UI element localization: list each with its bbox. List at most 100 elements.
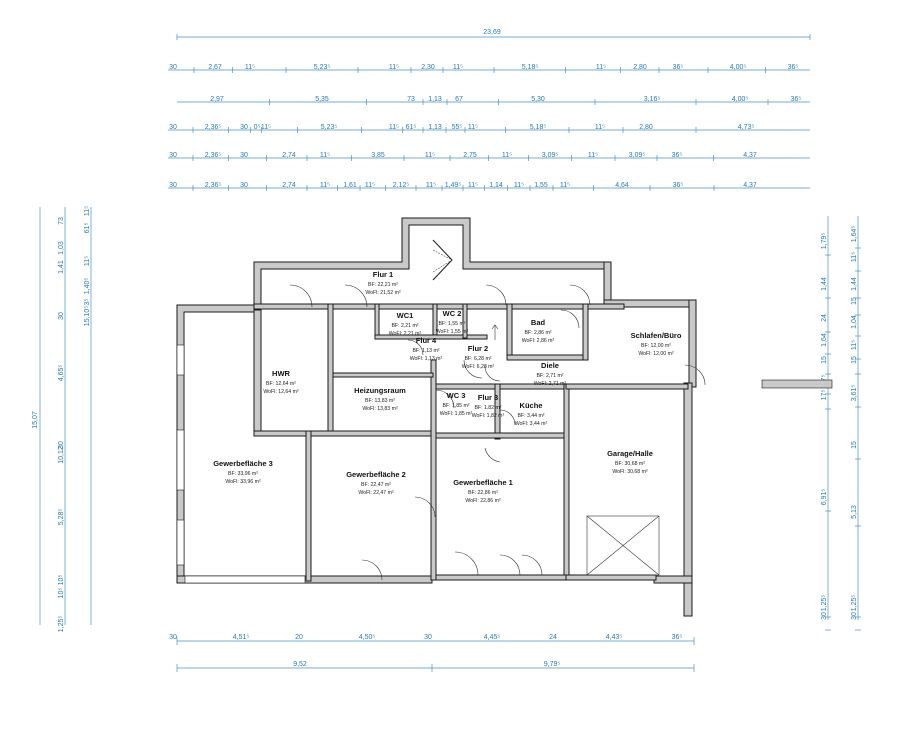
dim-label: 2,36⁵	[205, 182, 222, 189]
dim-label: 2,67	[208, 64, 222, 71]
dim-label: 11⁵	[514, 182, 524, 189]
left-dimension-labels: 731,031,41304,65⁵3010,125,28⁵10⁵10⁵1,25⁵…	[58, 206, 91, 632]
dim-label: 15,10⁵	[84, 306, 91, 327]
dim-label: 1,25⁵	[58, 616, 65, 633]
room-bf: BF: 6,28 m²	[464, 356, 491, 362]
dim-label: 11⁵	[560, 182, 570, 189]
dim-label: 30	[169, 152, 177, 159]
room-name: Gewerbefläche 3	[213, 459, 273, 468]
room-name: WC1	[397, 311, 414, 320]
dim-label: 30	[58, 312, 65, 320]
dim-label: 11⁵	[425, 152, 435, 159]
room-wofl: WoFl: 2,86 m²	[522, 338, 555, 344]
dim-label: 11⁵	[588, 152, 598, 159]
room-name: Bad	[531, 318, 546, 327]
dim-label: 11⁵	[389, 64, 399, 71]
dim-label: 30	[58, 441, 65, 449]
room-bf: BF: 2,71 m²	[536, 373, 563, 379]
stair-arrow	[491, 324, 499, 340]
dim-label: 1,61	[343, 182, 357, 189]
dim-label: 4,50⁵	[359, 634, 376, 641]
dim-label: 4,00⁵	[730, 64, 747, 71]
dim-label: 2,30	[421, 64, 435, 71]
dim-label: 15	[821, 356, 828, 364]
room-name: Diele	[541, 361, 559, 370]
dim-label: 5,35	[315, 96, 329, 103]
dim-label: 9,52	[293, 661, 307, 668]
dim-label: 36⁵	[673, 64, 684, 71]
dim-label: 1,44	[821, 277, 828, 291]
dim-label: 4,51⁵	[233, 634, 250, 641]
room-name: Heizungsraum	[354, 386, 406, 395]
dim-label: 5,18⁵	[522, 64, 539, 71]
room-wofl: WoFl: 33,96 m²	[225, 479, 261, 485]
dim-label: 2,36⁵	[205, 152, 222, 159]
room-wofl: WoFl: 12,64 m²	[263, 389, 299, 395]
room-name: WC 2	[443, 309, 462, 318]
dim-label: 11⁵	[595, 124, 605, 131]
dim-label: 2,12⁵	[393, 182, 410, 189]
dim-label: 11⁵	[851, 340, 858, 350]
left-dimensions: 15,07 731,031,41304,65⁵3010,125,28⁵10⁵10…	[32, 206, 92, 632]
dim-label: 17⁵	[821, 390, 828, 401]
right-dimension-labels: 1,79⁵1,44241,641587⁵17⁵6,91⁵1,25⁵301,64⁵…	[821, 226, 861, 631]
dim-label: 15	[851, 356, 858, 364]
dim-label: 10⁵	[58, 575, 65, 586]
room-wofl: WoFl: 22,47 m²	[358, 490, 394, 496]
dim-label: 5,23⁵	[321, 124, 338, 131]
dim-label: 30	[821, 612, 828, 620]
dim-label: 1,55	[534, 182, 548, 189]
room-name: Flur 2	[468, 344, 488, 353]
room-label: Flur 2 BF: 6,28 m² WoFl: 6,28 m²	[462, 344, 495, 370]
room-wofl: WoFl: 30,68 m²	[612, 469, 648, 475]
dim-label: 1,64⁵	[851, 226, 858, 243]
dim-label: 1,64	[821, 333, 828, 347]
room-bf: BF: 22,86 m²	[468, 490, 498, 496]
dim-label: 4,43⁵	[606, 634, 623, 641]
top-dimensions: 23,69 30 2,67 11⁵ 5,23⁵ 11⁵ 2,30 11⁵ 5,18⁵ 11⁵ 2,…	[168, 29, 811, 191]
room-name: Küche	[520, 401, 543, 410]
dim-label: 1,13	[428, 96, 442, 103]
dim-label: 6,91⁵	[821, 489, 828, 506]
room-bf: BF: 12,00 m²	[641, 343, 671, 349]
bay-window	[432, 239, 453, 281]
room-name: Gewerbefläche 2	[346, 470, 406, 479]
dim-label: 3,09⁵	[629, 152, 646, 159]
dim-label: 1,04	[851, 315, 858, 329]
dim-label: 3,09⁵	[542, 152, 559, 159]
dim-label: 11⁵	[245, 64, 255, 71]
room-bf: BF: 1,55 m²	[438, 321, 465, 327]
dim-label: 1,14	[489, 182, 503, 189]
dim-top-total: 23,69	[483, 29, 501, 36]
dim-label: 15	[851, 297, 858, 305]
dim-label: 36⁵	[791, 96, 802, 103]
dim-label: 10⁵	[58, 588, 65, 599]
room-wofl: WoFl: 6,28 m²	[462, 364, 495, 370]
dim-label: 73	[407, 96, 415, 103]
room-name: Gewerbefläche 1	[453, 478, 513, 487]
dim-label: 11⁵	[468, 182, 478, 189]
dim-label: 11⁵	[84, 206, 91, 216]
room-bf: BF: 33,96 m²	[228, 471, 258, 477]
room-wofl: WoFl: 3,44 m²	[515, 421, 548, 427]
dim-label: 30	[851, 612, 858, 620]
dim-label: 4,65⁵	[58, 365, 65, 382]
dim-label: 4,00⁵	[732, 96, 749, 103]
dim-label: 11⁵	[389, 124, 399, 131]
dim-label: 3⁵	[84, 299, 91, 306]
dim-label: 20	[295, 634, 303, 641]
dim-label: 55⁵	[452, 124, 463, 131]
room-wofl: WoFl: 2,21 m²	[389, 331, 422, 337]
dim-label: 30	[169, 634, 177, 641]
dim-label: 30	[169, 124, 177, 131]
